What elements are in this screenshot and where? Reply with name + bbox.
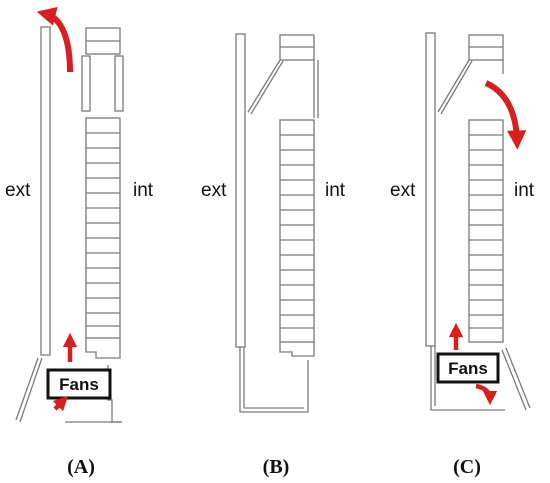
interior-label: int bbox=[133, 180, 154, 201]
fans-label: Fans bbox=[59, 375, 99, 394]
panel-caption: (A) bbox=[67, 456, 95, 478]
panel-c: Fans ext int (C) bbox=[390, 32, 535, 478]
upper-flap-closed bbox=[247, 59, 281, 113]
exterior-glazing bbox=[425, 32, 436, 347]
panel-caption: (C) bbox=[453, 456, 481, 478]
top-cell bbox=[468, 34, 504, 61]
exterior-label: ext bbox=[5, 180, 31, 201]
exterior-label: ext bbox=[390, 180, 416, 201]
panel-b: ext int (B) bbox=[201, 33, 346, 478]
lower-flap bbox=[505, 347, 531, 409]
arrow-curve-down-from-top bbox=[484, 80, 527, 150]
interior-label: int bbox=[514, 180, 535, 201]
interior-label: int bbox=[325, 180, 346, 201]
fans-label: Fans bbox=[448, 359, 488, 378]
base-frame bbox=[430, 346, 505, 411]
bottom-bracket bbox=[279, 342, 315, 357]
top-cell bbox=[279, 34, 315, 61]
arrow-curve-down-right-out bbox=[475, 383, 498, 406]
exterior-glazing bbox=[235, 33, 246, 348]
lower-flap bbox=[15, 357, 39, 421]
arrow-up-exhaust-top bbox=[36, 7, 73, 73]
interior-panel-stack bbox=[85, 117, 121, 339]
exterior-glazing bbox=[40, 26, 51, 356]
bottom-bracket bbox=[85, 338, 121, 359]
top-cell bbox=[85, 27, 121, 55]
fans-box bbox=[46, 368, 112, 400]
interior-panel-stack bbox=[468, 119, 504, 343]
upper-flap-closed bbox=[437, 59, 470, 113]
base-frame bbox=[239, 347, 309, 413]
interior-panel-stack bbox=[279, 119, 315, 343]
arrow-up-left-into-fans bbox=[52, 395, 69, 412]
panel-caption: (B) bbox=[263, 456, 290, 478]
panel-a: Fans ext int (A) bbox=[5, 7, 154, 478]
exterior-label: ext bbox=[201, 180, 227, 201]
upper-vent-open bbox=[81, 55, 124, 112]
fans-box bbox=[436, 352, 500, 384]
